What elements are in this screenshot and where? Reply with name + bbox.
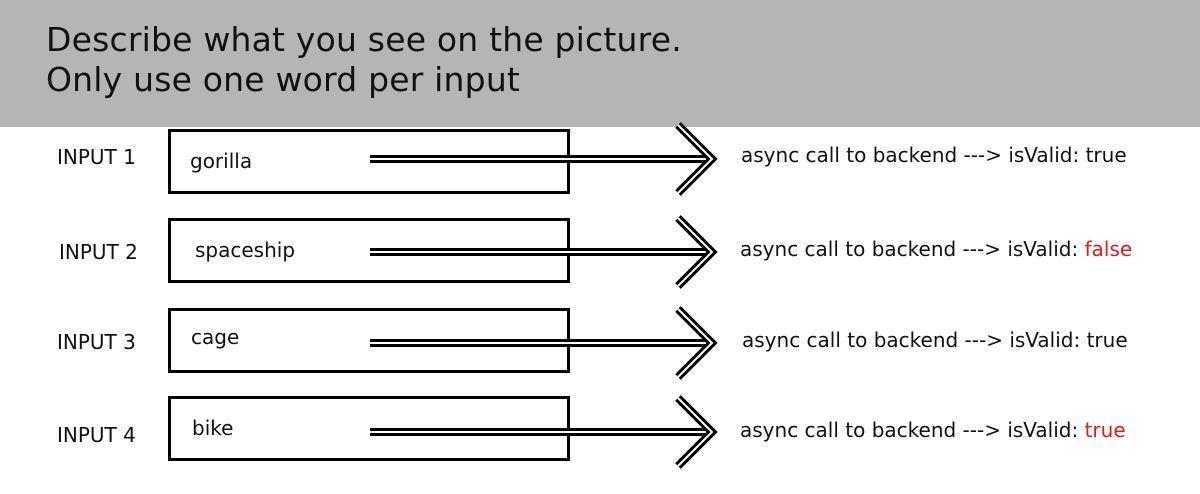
input-label-1: INPUT 1 <box>57 145 136 169</box>
result-text-1: async call to backend ---> isValid: true <box>741 143 1127 167</box>
input-value-4: bike <box>192 416 234 440</box>
result-prefix: async call to backend ---> isValid: <box>741 143 1080 167</box>
result-text-2: async call to backend ---> isValid: fals… <box>740 237 1132 261</box>
arrow-icon <box>370 395 718 469</box>
input-value-1: gorilla <box>190 149 253 173</box>
input-label-2: INPUT 2 <box>59 240 138 264</box>
is-valid-value: false <box>1084 237 1133 261</box>
instruction-line-1: Describe what you see on the picture. <box>46 20 682 59</box>
is-valid-value: true <box>1086 328 1128 352</box>
arrow-icon <box>370 122 718 196</box>
is-valid-value: true <box>1085 143 1127 167</box>
instruction-banner: Describe what you see on the picture. On… <box>0 0 1200 127</box>
input-label-3: INPUT 3 <box>57 330 136 354</box>
instruction-line-2: Only use one word per input <box>46 60 521 99</box>
result-prefix: async call to backend ---> isValid: <box>742 328 1081 352</box>
is-valid-value: true <box>1084 418 1126 442</box>
input-value-2: spaceship <box>195 238 296 262</box>
result-prefix: async call to backend ---> isValid: <box>740 418 1079 442</box>
result-text-3: async call to backend ---> isValid: true <box>742 328 1128 352</box>
input-label-4: INPUT 4 <box>57 423 136 447</box>
arrow-icon <box>370 306 718 380</box>
result-prefix: async call to backend ---> isValid: <box>740 237 1079 261</box>
arrow-icon <box>370 215 718 289</box>
input-value-3: cage <box>191 325 240 349</box>
result-text-4: async call to backend ---> isValid: true <box>740 418 1126 442</box>
